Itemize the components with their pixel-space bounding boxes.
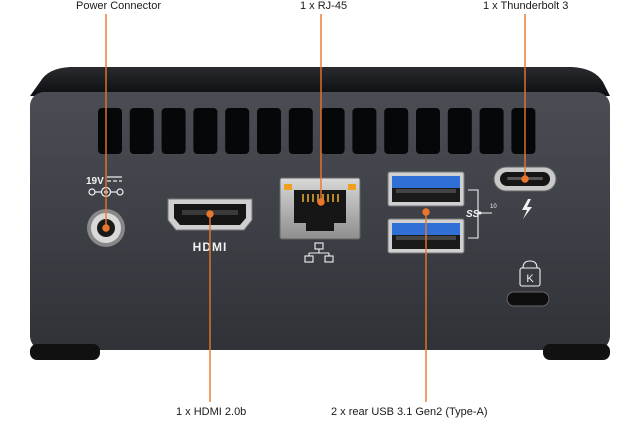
label-rj45: 1 x RJ-45 <box>300 0 348 12</box>
usb-port-top <box>387 171 465 207</box>
voltage-marking: 19V <box>86 176 104 187</box>
vent-slot <box>288 108 313 154</box>
kensington-lock-slot <box>506 291 550 307</box>
vent-slot <box>257 108 281 154</box>
vent-slot <box>161 108 186 154</box>
usb-bracket <box>468 189 479 239</box>
chassis-foot-left <box>30 344 100 360</box>
vent-slot <box>98 108 122 154</box>
vent-slot <box>447 108 472 154</box>
vent-grille <box>98 108 536 154</box>
vent-slot <box>129 108 154 154</box>
vent-slot <box>416 108 440 154</box>
kensington-lock-icon <box>519 260 541 287</box>
svg-text:10: 10 <box>490 204 497 210</box>
label-thunderbolt: 1 x Thunderbolt 3 <box>483 0 569 12</box>
label-hdmi: 1 x HDMI 2.0b <box>176 406 247 418</box>
network-icon <box>304 242 334 263</box>
vent-slot <box>225 108 250 154</box>
rj45-port <box>279 177 361 240</box>
vent-slot <box>320 108 345 154</box>
vent-slot <box>479 108 504 154</box>
chassis-foot-right <box>543 344 610 360</box>
vent-slot <box>511 108 536 154</box>
vent-slot <box>384 108 409 154</box>
chassis-lid <box>30 67 610 96</box>
label-usb: 2 x rear USB 3.1 Gen2 (Type-A) <box>331 406 488 418</box>
label-power-connector: Power Connector <box>76 0 161 12</box>
vent-slot <box>352 108 377 154</box>
svg-text:SS: SS <box>466 209 480 220</box>
superspeed-usb-icon: SS 10 <box>466 204 497 220</box>
vent-slot <box>193 108 218 154</box>
kensington-lock-letter: K <box>526 273 534 285</box>
thunderbolt-icon <box>522 199 532 219</box>
